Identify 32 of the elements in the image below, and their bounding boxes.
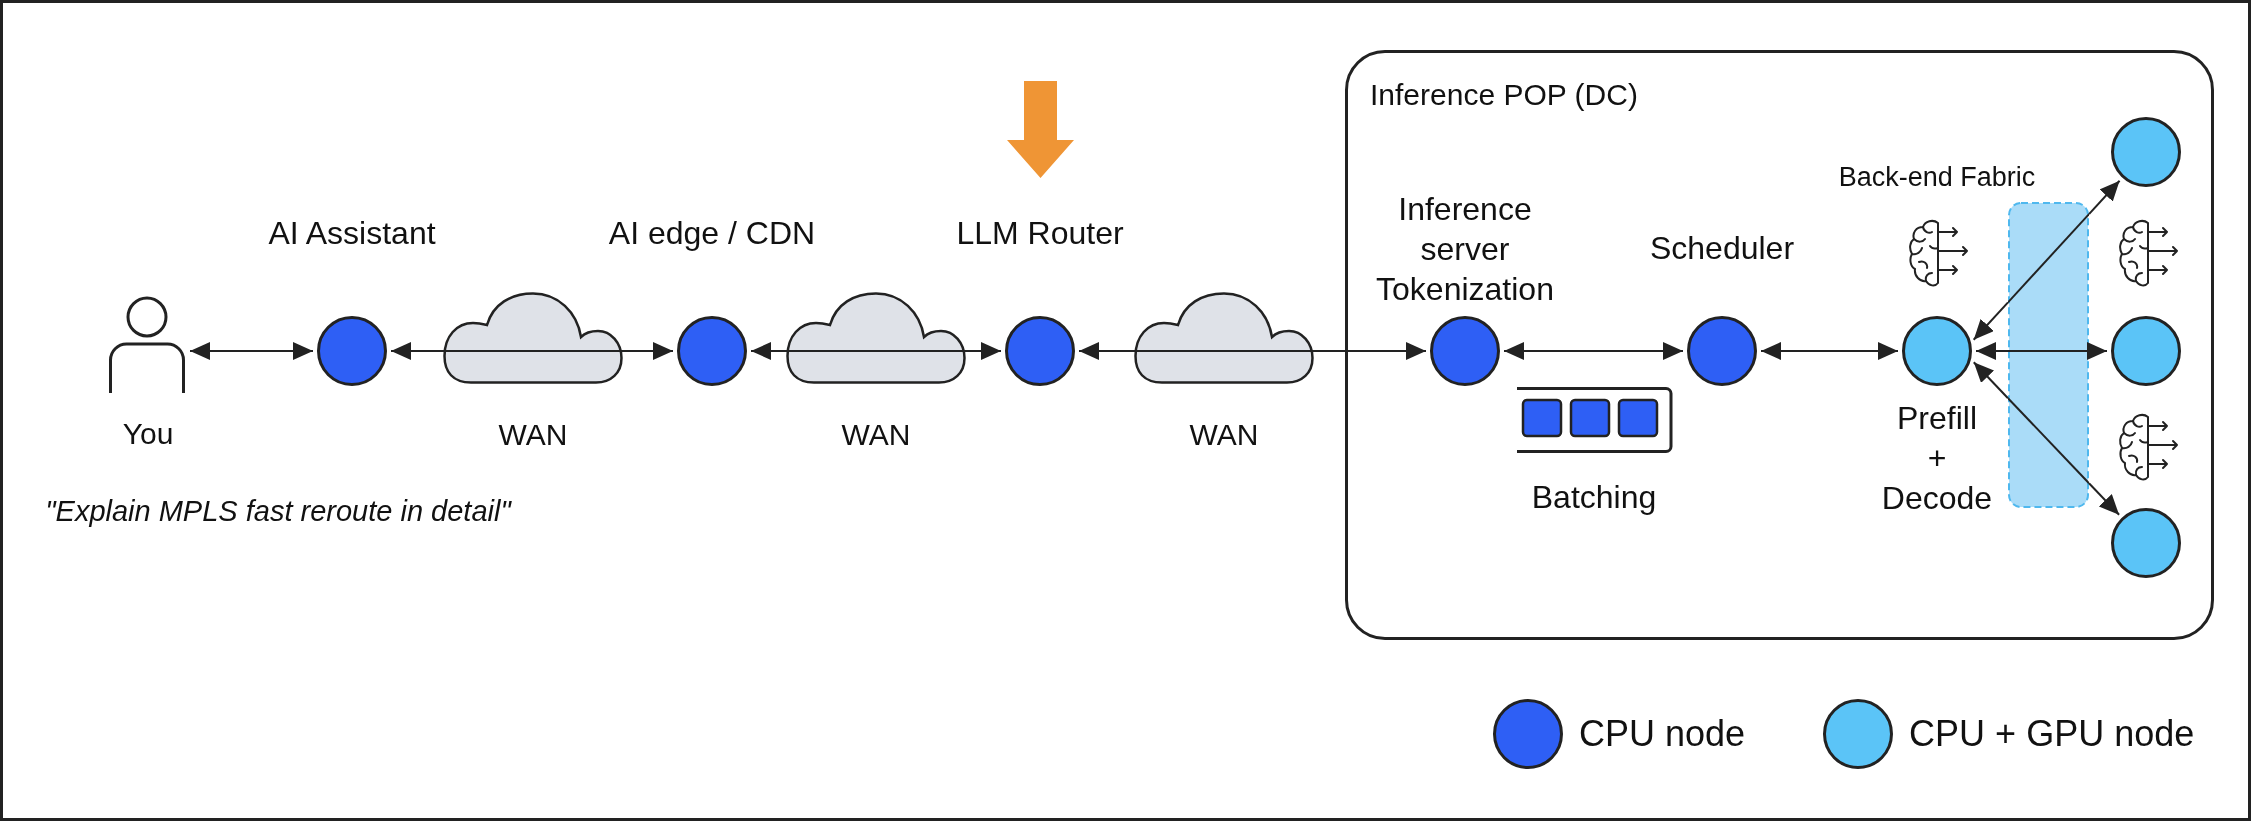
node-label: LLM Router [956, 214, 1124, 253]
arrow [1313, 342, 1427, 360]
legend-label: CPU node [1579, 712, 1746, 756]
arrow [1975, 342, 2009, 360]
double-arrow [1503, 342, 1684, 360]
double-arrow [1760, 342, 1899, 360]
node-label: WAN [841, 417, 911, 453]
node-label: AI Assistant [268, 214, 436, 253]
node-label: WAN [1189, 417, 1259, 453]
node-label: Batching [1531, 478, 1657, 517]
arrow [1078, 342, 1135, 360]
node-label: WAN [498, 417, 568, 453]
node-label: Inference server Tokenization [1376, 190, 1554, 309]
arrow [965, 342, 1002, 360]
node-label: You [122, 416, 174, 452]
quote-text: "Explain MPLS fast reroute in detail" [45, 494, 511, 529]
arrow [390, 342, 444, 360]
arrow [2088, 482, 2121, 516]
arrow [622, 342, 674, 360]
node-label: Scheduler [1649, 229, 1795, 268]
arrow [1972, 301, 2009, 341]
node-label: AI edge / CDN [608, 214, 816, 253]
group-title: Inference POP (DC) [1370, 77, 1638, 113]
node-label: Prefill + Decode [1881, 399, 1993, 518]
legend-label: CPU + GPU node [1909, 712, 2195, 756]
arrow [2087, 342, 2108, 360]
arrow [1972, 361, 2009, 400]
arrow [750, 342, 787, 360]
node-label: Back-end Fabric [1838, 161, 2036, 194]
group-box [1345, 50, 2214, 640]
double-arrow [189, 342, 314, 360]
arrow [2088, 179, 2121, 216]
